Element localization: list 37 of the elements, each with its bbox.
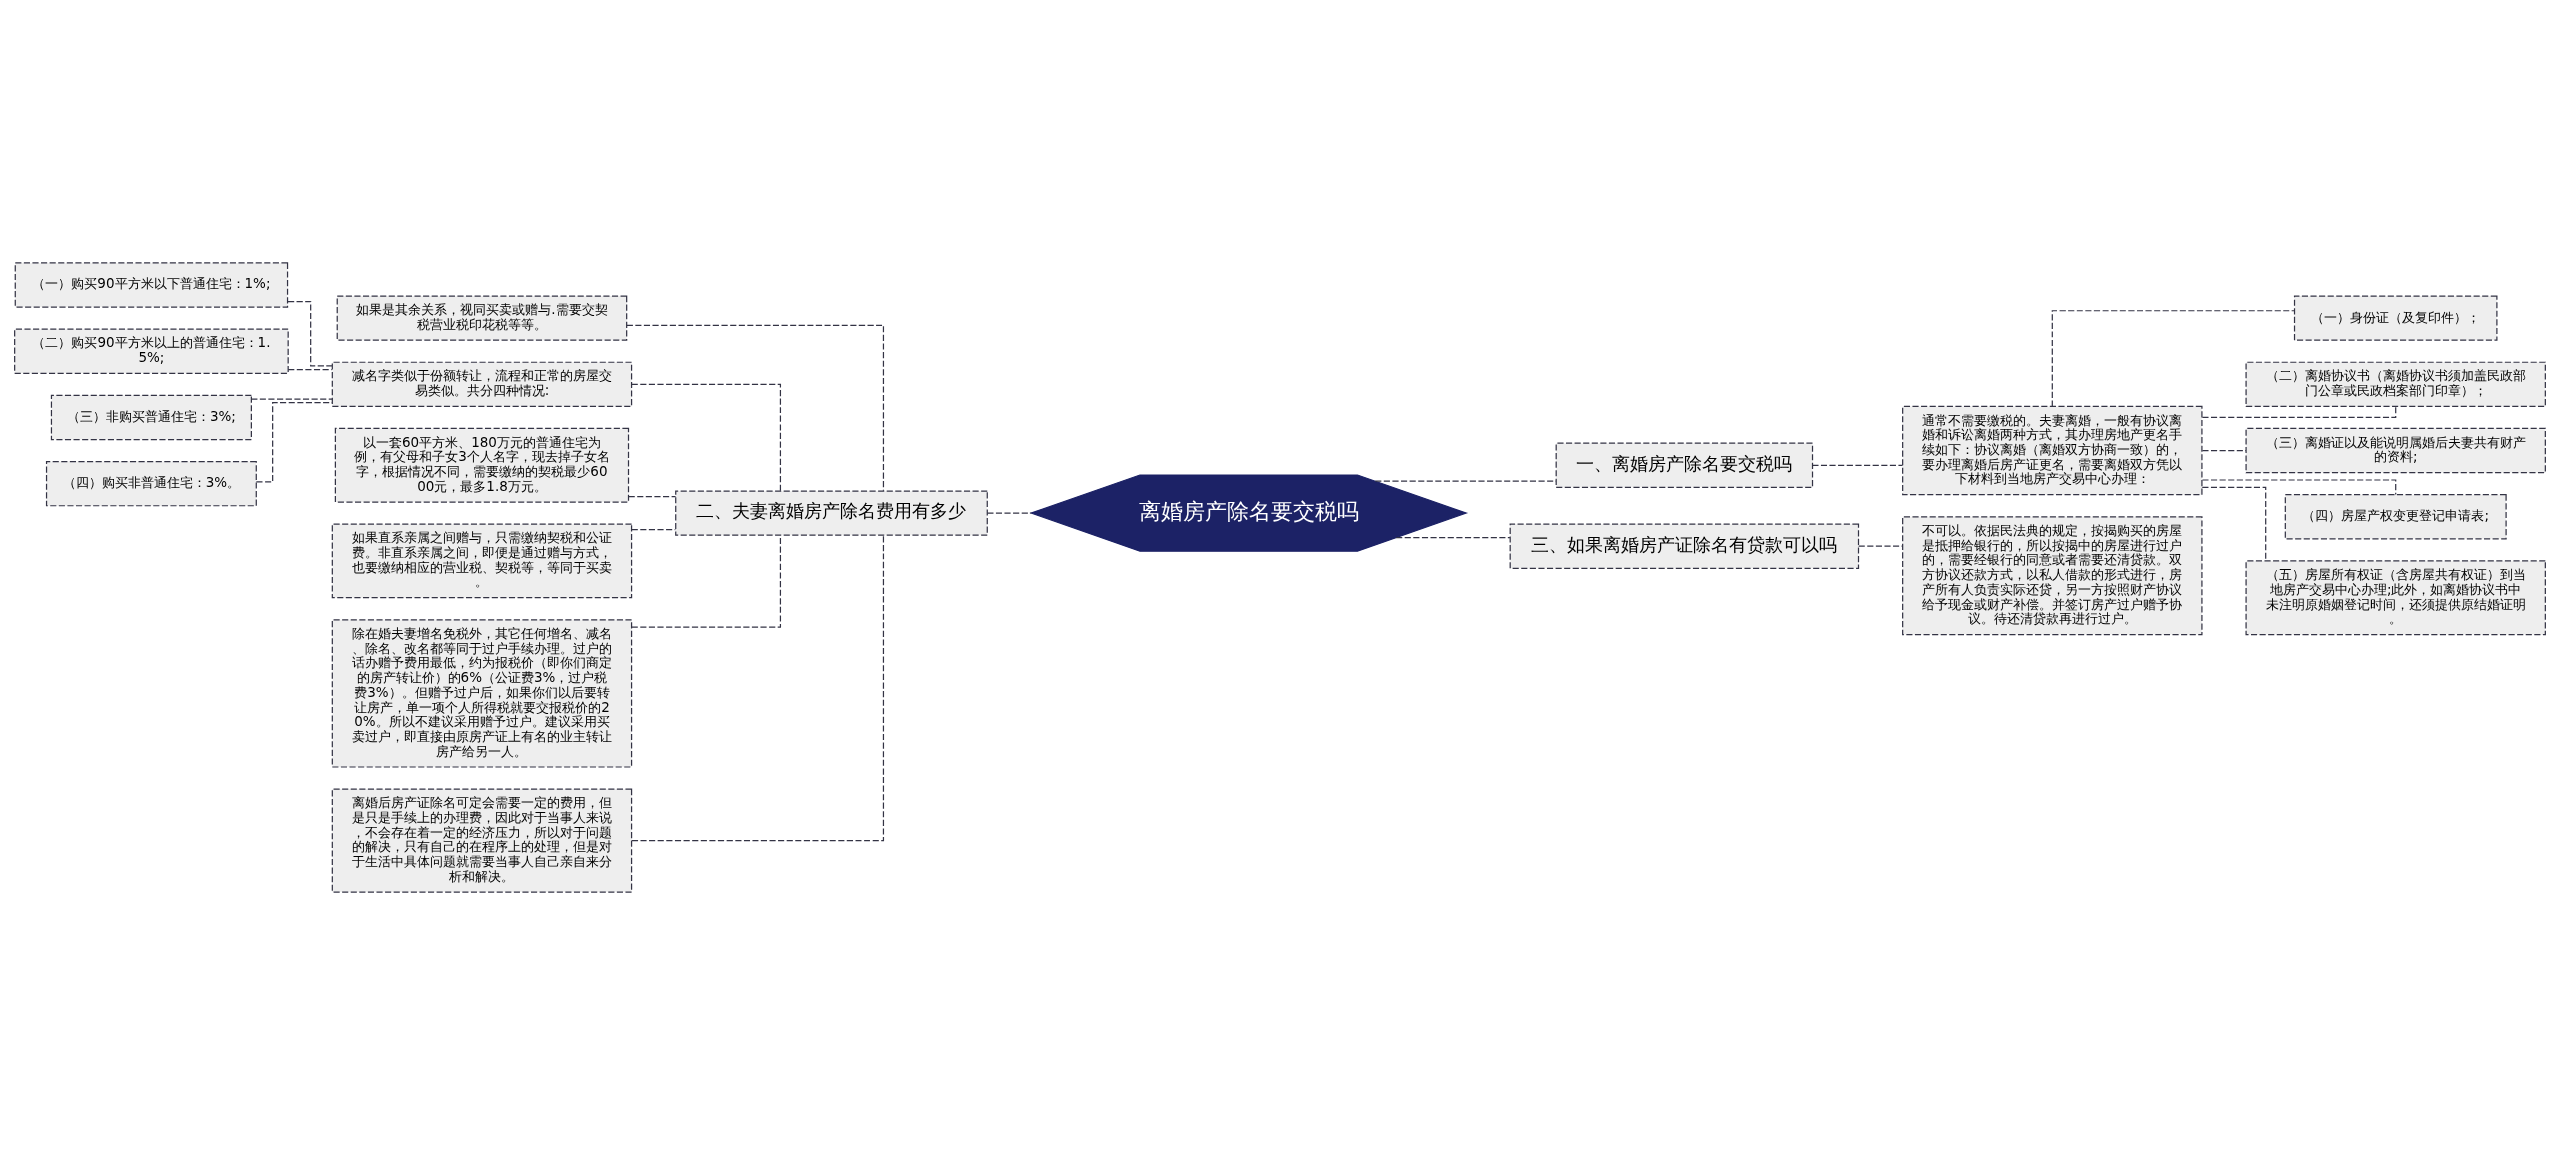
node-box: 通常不需要缴税的。夫妻离婚，一般有协议离婚和诉讼离婚两种方式，其办理房地产更名手续如下：协议离婚（离婚双方协商一致）的，要办理离婚后房产证更名，需要离婚双方凭以下材料到当地房产交易中心办理： — [1902, 405, 2203, 496]
node-box: （三）非购买普通住宅：3%; — [50, 394, 252, 441]
connector — [250, 398, 333, 400]
connector — [2201, 486, 2267, 561]
connector — [1374, 480, 1557, 482]
node-box: （一）购买90平方米以下普通住宅：1%; — [14, 262, 289, 308]
node-box: （一）身份证（及复印件）； — [2293, 295, 2498, 341]
node-box: （二）购买90平方米以上的普通住宅：1.5%; — [14, 328, 289, 374]
node-box: 如果是其余关系，视同买卖或赠与.需要交契税营业税印花税等等。 — [336, 295, 628, 341]
connector — [287, 369, 333, 371]
connector — [631, 529, 676, 531]
node-box: 三、如果离婚房产证除名有贷款可以吗 — [1509, 523, 1860, 569]
node-box: 二、夫妻离婚房产除名费用有多少 — [675, 490, 988, 536]
connector — [626, 324, 885, 492]
node-box: 离婚后房产证除名可定会需要一定的费用，但是只是手续上的办理费，因此对于当事人来说，不会存在着一定的经济压力，所以对于问题的解决，只有自己的在程序上的处理，但是对于生活中具体问题就需要当事人自己亲自来分析和解决。 — [331, 788, 633, 893]
connector — [628, 495, 677, 498]
node-box: 除在婚夫妻增名免税外，其它任何增名、减名、除名、改名都等同于过户手续办理。过户的话办赠予费用最低，约为报税价（即你们商定的房产转让价）的6%（公证费3%，过户税费3%）。但赠予过户后，如果你们以后要转让房产，单一项个人所得税就要交报税价的20%。所以不建议采用赠予过户。建议采用买卖过户，即直接由原房产证上有名的业主转让房产给另一人。 — [331, 619, 633, 768]
connector — [1395, 537, 1511, 539]
connector — [631, 535, 782, 628]
node-box: （三）离婚证以及能说明属婚后夫妻共有财产的资料; — [2245, 427, 2546, 474]
node-box: （四）购买非普通住宅：3%。 — [45, 461, 257, 507]
connector — [255, 402, 333, 483]
node-box: 如果直系亲属之间赠与，只需缴纳契税和公证费。非直系亲属之间，即便是通过赠与方式，也要缴纳相应的营业税、契税等，等同于买卖。 — [331, 523, 633, 599]
node-box: 一、离婚房产除名要交税吗 — [1555, 442, 1814, 488]
connector — [631, 383, 782, 492]
connector — [2051, 310, 2295, 407]
node-box: 减名字类似于份额转让，流程和正常的房屋交易类似。共分四种情况: — [331, 361, 633, 407]
node-box: 以一套60平方米、180万元的普通住宅为例，有父母和子女3个人名字，现去掉子女名字，根据情况不同，需要缴纳的契税最少6000元，最多1.8万元。 — [334, 427, 630, 503]
connector — [1858, 545, 1904, 547]
connector — [2201, 449, 2247, 452]
connector — [986, 512, 1032, 514]
node-box: （五）房屋所有权证（含房屋共有权证）到当地房产交易中心办理;此外，如离婚协议书中未注明原婚姻登记时间，还须提供原结婚证明。 — [2245, 560, 2546, 636]
connector — [1811, 464, 1904, 466]
node-box: （四）房屋产权变更登记申请表; — [2284, 494, 2507, 540]
node-box: 不可以。依据民法典的规定，按揭购买的房屋是抵押给银行的，所以按揭中的房屋进行过户的，需要经银行的同意或者需要还清贷款。双方协议还款方式，以私人借款的形式进行，房产所有人负责实际还贷，另一方按照财产协议给予现金或财产补偿。并签订房产过户赠予协议。待还清贷款再进行过户。 — [1902, 516, 2203, 636]
node-box: （二）离婚协议书（离婚协议书须加盖民政部门公章或民政档案部门印章）； — [2245, 361, 2546, 407]
connector — [631, 535, 885, 842]
